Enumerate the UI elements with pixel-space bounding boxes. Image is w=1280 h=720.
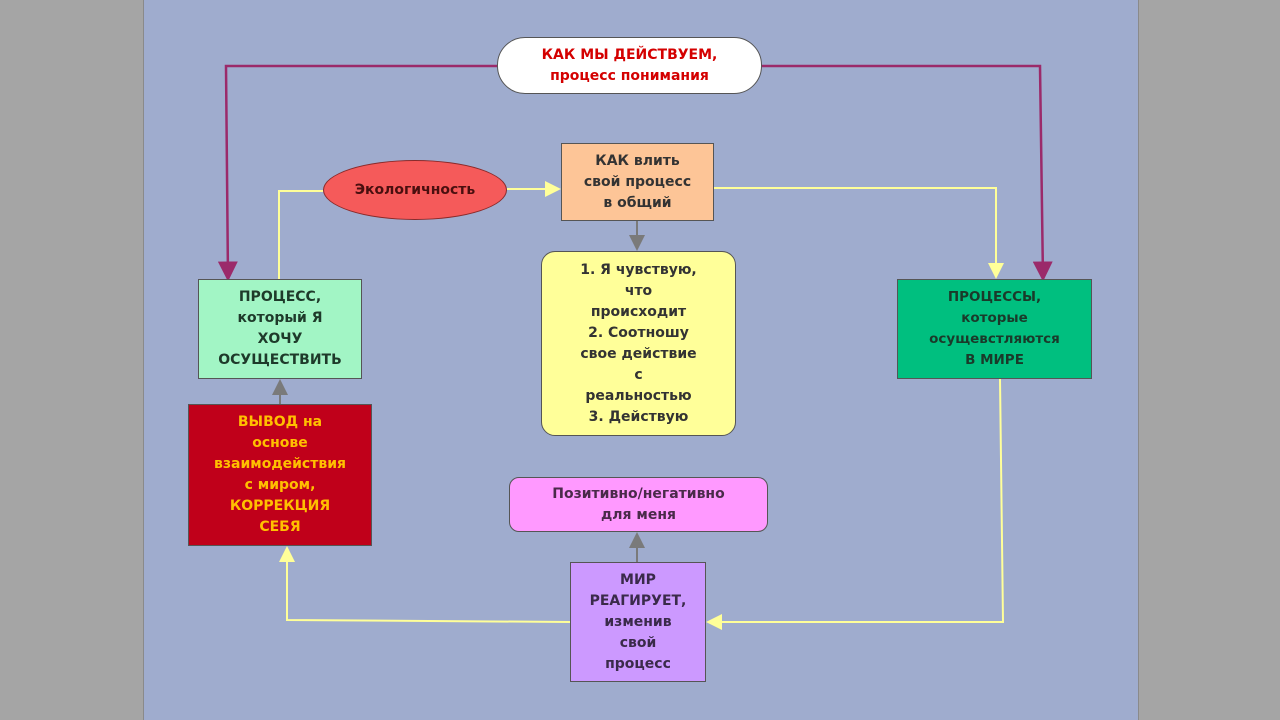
steps-line: реальностью	[585, 387, 692, 404]
steps-line: 1. Я чувствую,	[580, 261, 697, 278]
steps-line: 2. Соотношу	[588, 324, 689, 341]
world-processes-line: ПРОЦЕССЫ,	[947, 289, 1042, 305]
link-title-to-my-process	[217, 64, 497, 282]
conclusion-line: ВЫВОД на	[237, 414, 323, 430]
evaluation-line: Позитивно/негативно	[552, 485, 725, 502]
ecology-node: Экологичность	[323, 160, 507, 220]
steps-line: свое действие	[580, 345, 697, 362]
my-process-line: ПРОЦЕСС,	[238, 289, 322, 305]
steps-line: с	[634, 366, 643, 383]
my-process-line: который Я	[237, 310, 323, 326]
link-my-process-to-ecology	[278, 190, 323, 279]
world-reacts-line: изменив	[604, 613, 672, 630]
how-merge-line: в общий	[603, 194, 672, 211]
conclusion-line: КОРРЕКЦИЯ	[229, 498, 331, 514]
how-merge-line: КАК влить	[595, 152, 680, 169]
conclusion-line: основе	[252, 435, 308, 451]
my-process-line: ХОЧУ	[257, 331, 303, 347]
my-process-line: ОСУЩЕСТВИТЬ	[218, 352, 342, 368]
link-title-to-world-processes	[762, 64, 1053, 282]
title-line: процесс понимания	[550, 67, 709, 84]
conclusion-line: СЕБЯ	[259, 519, 301, 535]
how-merge-line: свой процесс	[583, 173, 692, 190]
world-reacts-node: МИР РЕАГИРУЕТ, изменив свой процесс	[570, 562, 706, 682]
world-reacts-line: свой	[619, 634, 657, 651]
title-node: КАК МЫ ДЕЙСТВУЕМ, процесс понимания	[497, 37, 762, 94]
conclusion-line: с миром,	[244, 477, 316, 493]
world-reacts-line: МИР	[620, 571, 656, 588]
title-line: КАК МЫ ДЕЙСТВУЕМ,	[541, 46, 718, 63]
world-processes-node: ПРОЦЕССЫ, которые осущевстляются В МИРЕ	[897, 279, 1092, 379]
steps-line: происходит	[590, 303, 687, 320]
world-processes-line: В МИРЕ	[965, 352, 1024, 368]
how-merge-node: КАК влить свой процесс в общий	[561, 143, 714, 221]
ecology-label: Экологичность	[354, 181, 476, 198]
conclusion-node: ВЫВОД на основе взаимодействия с миром, …	[188, 404, 372, 546]
steps-line: 3. Действую	[588, 408, 689, 425]
evaluation-line: для меня	[600, 506, 677, 523]
world-reacts-line: процесс	[605, 655, 671, 672]
link-how-merge-to-world	[714, 187, 1004, 279]
world-reacts-line: РЕАГИРУЕТ,	[589, 592, 687, 609]
evaluation-node: Позитивно/негативно для меня	[509, 477, 768, 532]
link-reacts-to-conclusion	[279, 546, 571, 623]
world-processes-line: осущевстляются	[929, 331, 1060, 347]
link-world-to-reacts	[706, 378, 1005, 630]
steps-node: 1. Я чувствую, что происходит 2. Соотнош…	[541, 251, 736, 436]
steps-line: что	[624, 282, 653, 299]
my-process-node: ПРОЦЕСС, который Я ХОЧУ ОСУЩЕСТВИТЬ	[198, 279, 362, 379]
world-processes-line: которые	[961, 310, 1028, 326]
conclusion-line: взаимодействия	[214, 456, 346, 472]
